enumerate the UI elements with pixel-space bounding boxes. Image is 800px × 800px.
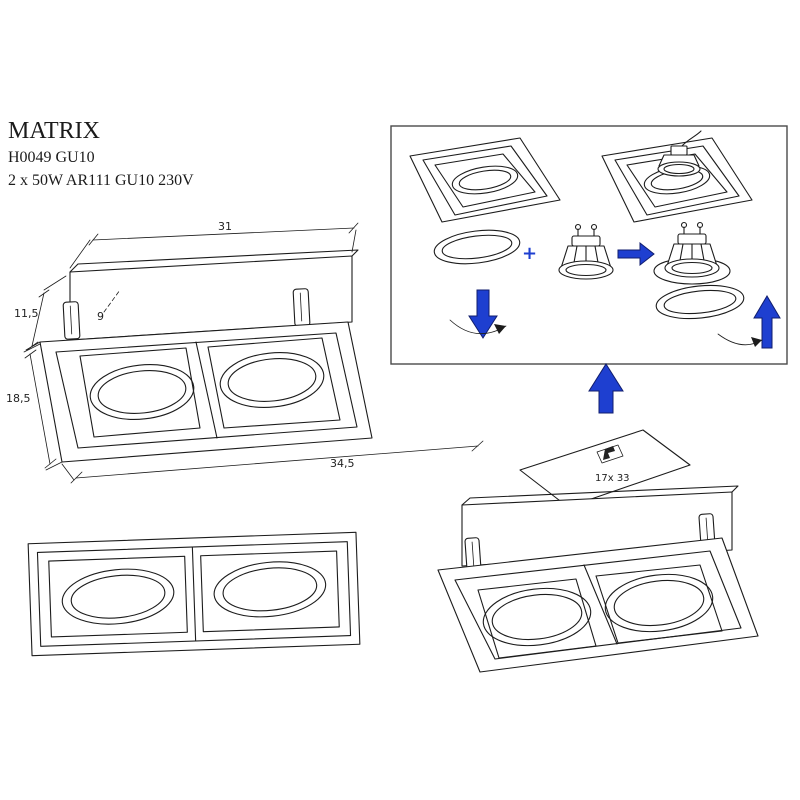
rotate-arrow-icon <box>717 333 763 347</box>
ceiling-frame-empty <box>409 137 561 223</box>
front-view <box>27 531 361 657</box>
dimension-recess: 9 <box>97 289 121 323</box>
arrow-up-icon <box>753 295 781 349</box>
plus-sign: + <box>522 243 537 264</box>
product-name: MATRIX <box>8 118 101 144</box>
cutout-dimension-label: 17x 33 <box>595 473 630 484</box>
title-block: MATRIX H0049 GU10 2 x 50W AR111 GU10 230… <box>8 118 194 192</box>
cutout-template-icon <box>603 446 615 460</box>
bulb-in-ring-assembly <box>653 221 731 285</box>
install-direction-arrow-up-icon <box>588 363 624 414</box>
arrow-down-icon <box>468 289 498 339</box>
dimension-height-side: 11,5 <box>14 275 67 351</box>
gu10-bulb <box>558 223 614 280</box>
arrow-right-icon <box>617 241 655 267</box>
perspective-view <box>437 485 759 673</box>
product-spec: 2 x 50W AR111 GU10 230V <box>8 171 194 189</box>
dimension-width-top: 31 <box>69 220 359 269</box>
gu10-bulb-with-cable <box>657 130 702 177</box>
product-code: H0049 GU10 <box>8 148 95 166</box>
instruction-box-border <box>390 125 788 365</box>
dimension-depth-side: 18,5 <box>6 343 63 471</box>
spring-clip-icon <box>62 301 81 340</box>
dim-label-width-bottom: 34,5 <box>330 457 355 470</box>
mounting-ring <box>655 284 745 320</box>
dim-label-depth-side: 18,5 <box>6 392 31 405</box>
spring-clip-icon <box>292 288 311 327</box>
dim-label-width-top: 31 <box>218 220 232 233</box>
mounting-ring <box>433 229 521 265</box>
installation-instruction-box: + <box>390 125 788 365</box>
rotate-arrow-icon <box>449 319 507 335</box>
dim-label-height-side: 11,5 <box>14 307 39 320</box>
dimensioned-perspective-view: 31 11,5 9 18,5 <box>6 220 484 484</box>
dim-label-recess: 9 <box>97 310 104 323</box>
dimension-width-bottom: 34,5 <box>61 440 484 484</box>
